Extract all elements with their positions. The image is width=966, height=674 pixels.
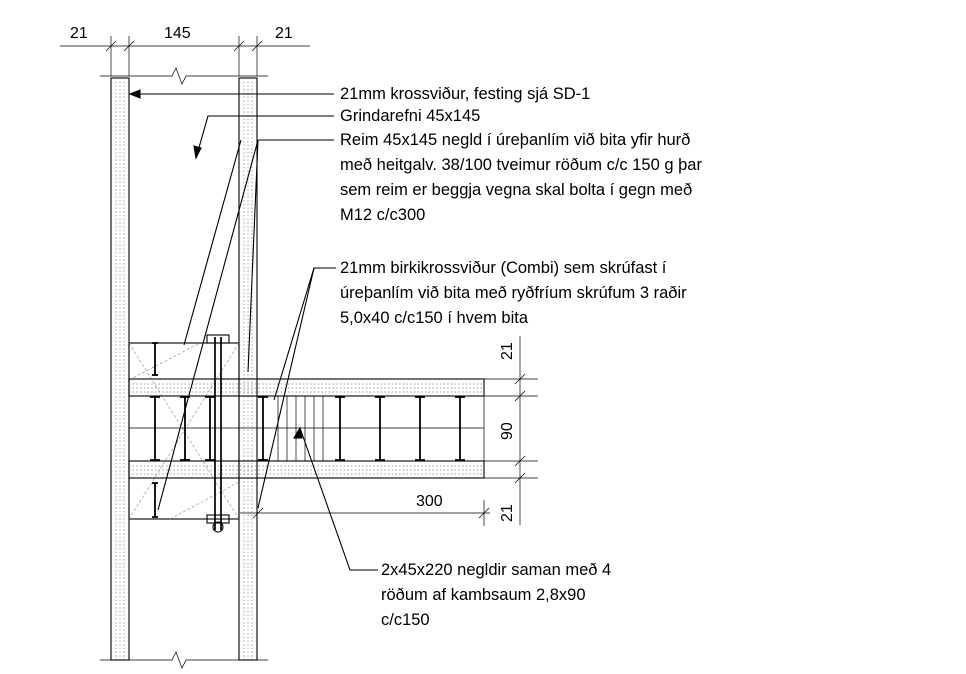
callout-header-line1: Reim 45x145 negld í úreþanlím við bita y… bbox=[340, 131, 690, 149]
callout-birch-line3: 5,0x40 c/c150 í hvem bita bbox=[340, 309, 529, 327]
callout-header-line4: M12 c/c300 bbox=[340, 206, 425, 224]
callout-texts: 21mm krossviður, festing sjá SD-1 Grinda… bbox=[340, 85, 702, 629]
callout-framing: Grindarefni 45x145 bbox=[340, 107, 480, 125]
dim-right-bottom: 21 bbox=[499, 504, 516, 522]
dim-right-top: 21 bbox=[499, 342, 516, 360]
screw-row bbox=[150, 342, 465, 518]
dim-right-middle: 90 bbox=[499, 422, 516, 440]
callout-header-line3: sem reim er beggja vegna skal bolta í ge… bbox=[340, 181, 692, 199]
callout-birch-line2: úreþanlím við bita með ryðfríum skrúfum … bbox=[340, 284, 687, 302]
wall-section bbox=[100, 67, 268, 669]
callout-plywood: 21mm krossviður, festing sjá SD-1 bbox=[340, 85, 590, 103]
top-dimension-chain: 21 145 21 bbox=[60, 25, 310, 76]
dim-beam-length: 300 bbox=[416, 493, 443, 510]
lintel-block bbox=[128, 342, 240, 520]
dim-top-right: 21 bbox=[275, 25, 293, 42]
dim-top-left: 21 bbox=[70, 25, 88, 42]
callout-lintel-line3: c/c150 bbox=[381, 611, 430, 629]
beam-length-dimension: 300 bbox=[240, 493, 490, 526]
callout-lintel-line1: 2x45x220 negldir saman með 4 bbox=[381, 561, 611, 579]
floor-beam bbox=[128, 378, 485, 479]
through-bolt bbox=[206, 334, 230, 533]
callout-header-line2: með heitgalv. 38/100 tveimur röðum c/c 1… bbox=[340, 156, 702, 174]
right-dimension-chain: 21 90 21 bbox=[484, 336, 538, 525]
callout-lintel-line2: röðum af kambsaum 2,8x90 bbox=[381, 586, 586, 604]
leader-lines bbox=[128, 89, 378, 571]
callout-birch-line1: 21mm birkikrossviður (Combi) sem skrúfas… bbox=[340, 259, 667, 277]
dim-top-middle: 145 bbox=[164, 25, 191, 42]
